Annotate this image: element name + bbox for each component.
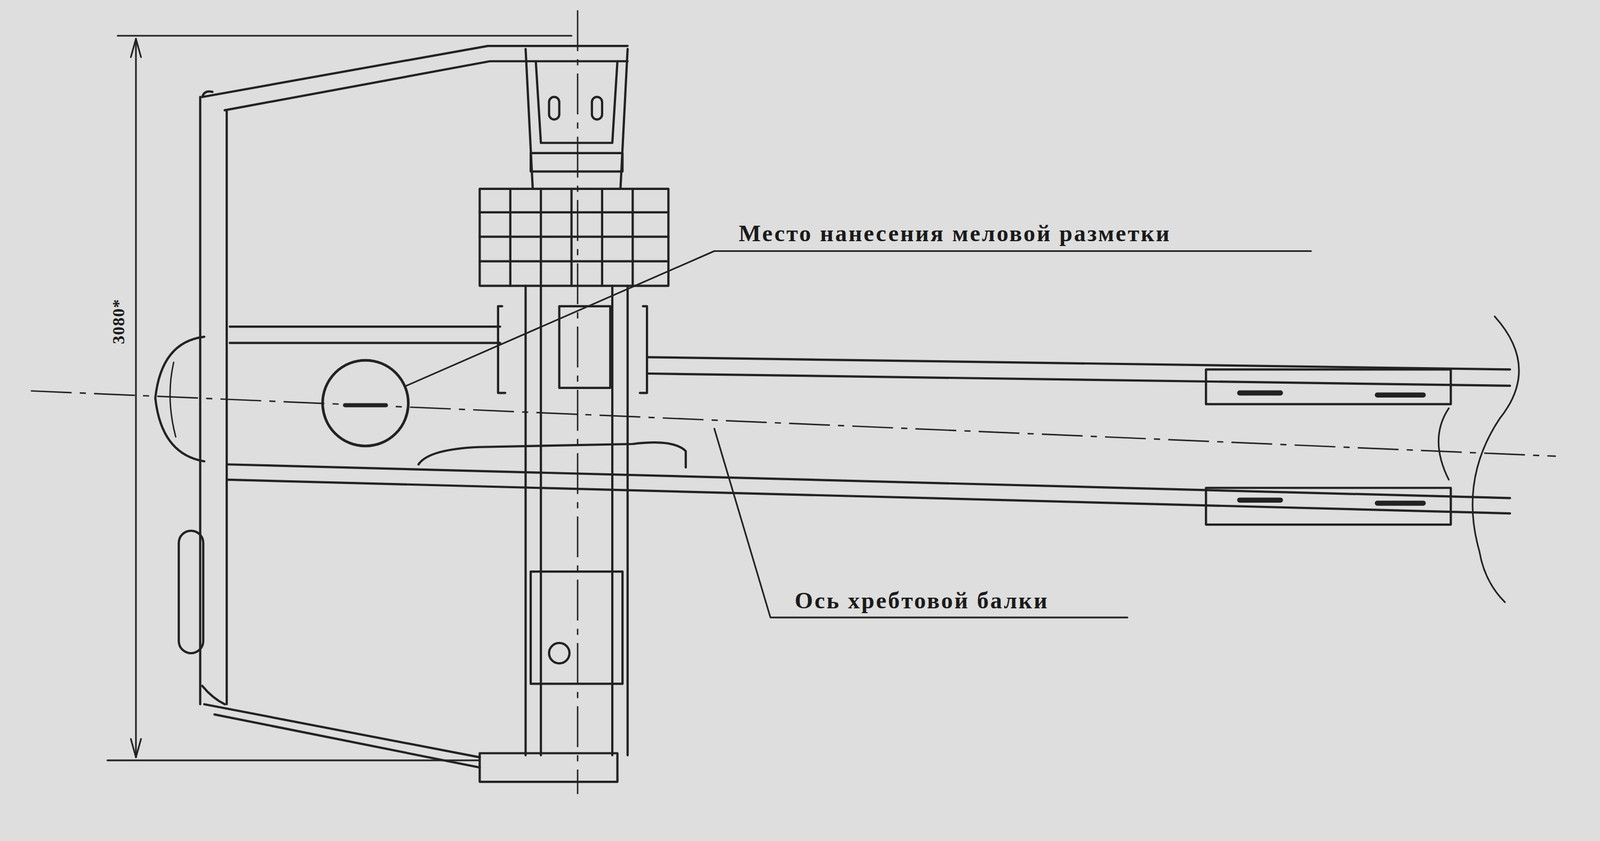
callout-label: Ось хребтовой балки (794, 587, 1050, 614)
dimension-text: 3080* (108, 299, 128, 345)
callout-label: Место нанесения меловой разметки (738, 220, 1172, 247)
